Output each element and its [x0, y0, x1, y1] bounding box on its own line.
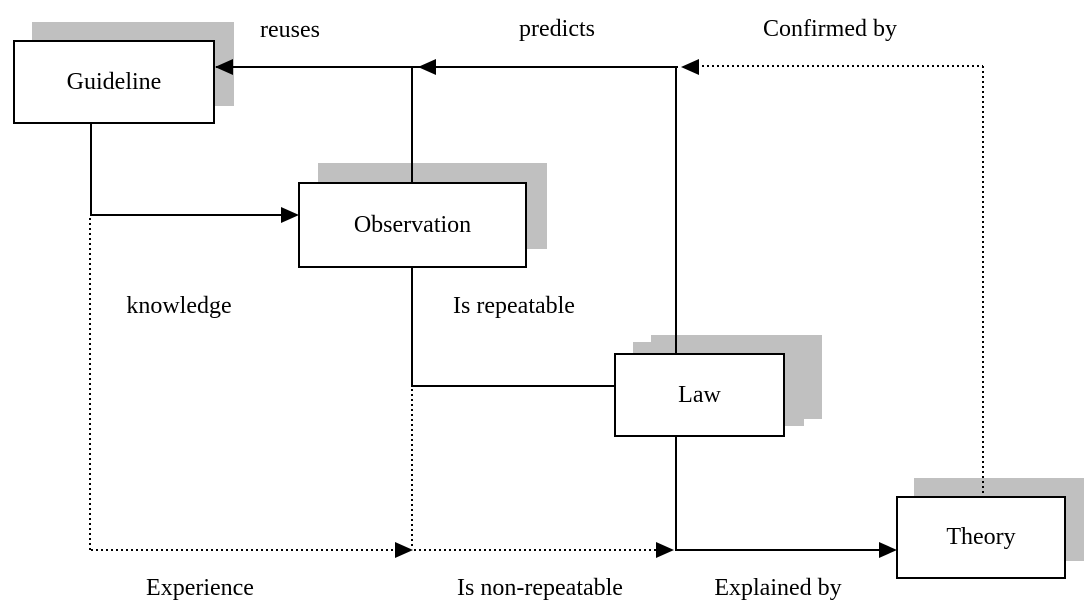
- edge-label: Is non-repeatable: [457, 575, 623, 601]
- dotted-edge-line: [982, 66, 984, 496]
- edge-label: predicts: [519, 16, 595, 42]
- arrowhead-icon: [281, 207, 299, 223]
- arrowhead-icon: [215, 59, 233, 75]
- solid-edge-line: [216, 66, 678, 68]
- edge-label: reuses: [260, 17, 320, 43]
- node-label: Observation: [353, 211, 472, 238]
- solid-edge-line: [411, 67, 413, 182]
- node-law: Law: [614, 353, 785, 437]
- edge-label: Experience: [146, 575, 254, 601]
- node-label: Guideline: [66, 68, 162, 95]
- dotted-edge-line: [89, 218, 91, 551]
- dotted-edge-line: [414, 549, 657, 551]
- dotted-edge-line: [91, 549, 396, 551]
- edge-label: Confirmed by: [763, 16, 897, 42]
- arrowhead-icon: [879, 542, 897, 558]
- arrowhead-icon: [395, 542, 413, 558]
- node-label: Law: [678, 381, 721, 408]
- node-label: Theory: [946, 524, 1016, 550]
- node-theory: Theory: [896, 496, 1066, 579]
- edge-label: Is repeatable: [453, 293, 575, 319]
- solid-edge-line: [411, 267, 413, 387]
- dotted-edge-line: [697, 65, 983, 67]
- dotted-edge-line: [411, 389, 413, 549]
- solid-edge-line: [675, 67, 677, 353]
- arrowhead-icon: [681, 59, 699, 75]
- node-guideline: Guideline: [13, 40, 215, 124]
- node-observation: Observation: [298, 182, 527, 268]
- edge-label: knowledge: [126, 293, 232, 319]
- solid-edge-line: [90, 124, 92, 216]
- edge-label: Explained by: [714, 575, 842, 601]
- solid-edge-line: [412, 385, 614, 387]
- arrowhead-icon: [656, 542, 674, 558]
- solid-edge-line: [675, 437, 677, 551]
- arrowhead-icon: [418, 59, 436, 75]
- solid-edge-line: [676, 549, 892, 551]
- solid-edge-line: [91, 214, 294, 216]
